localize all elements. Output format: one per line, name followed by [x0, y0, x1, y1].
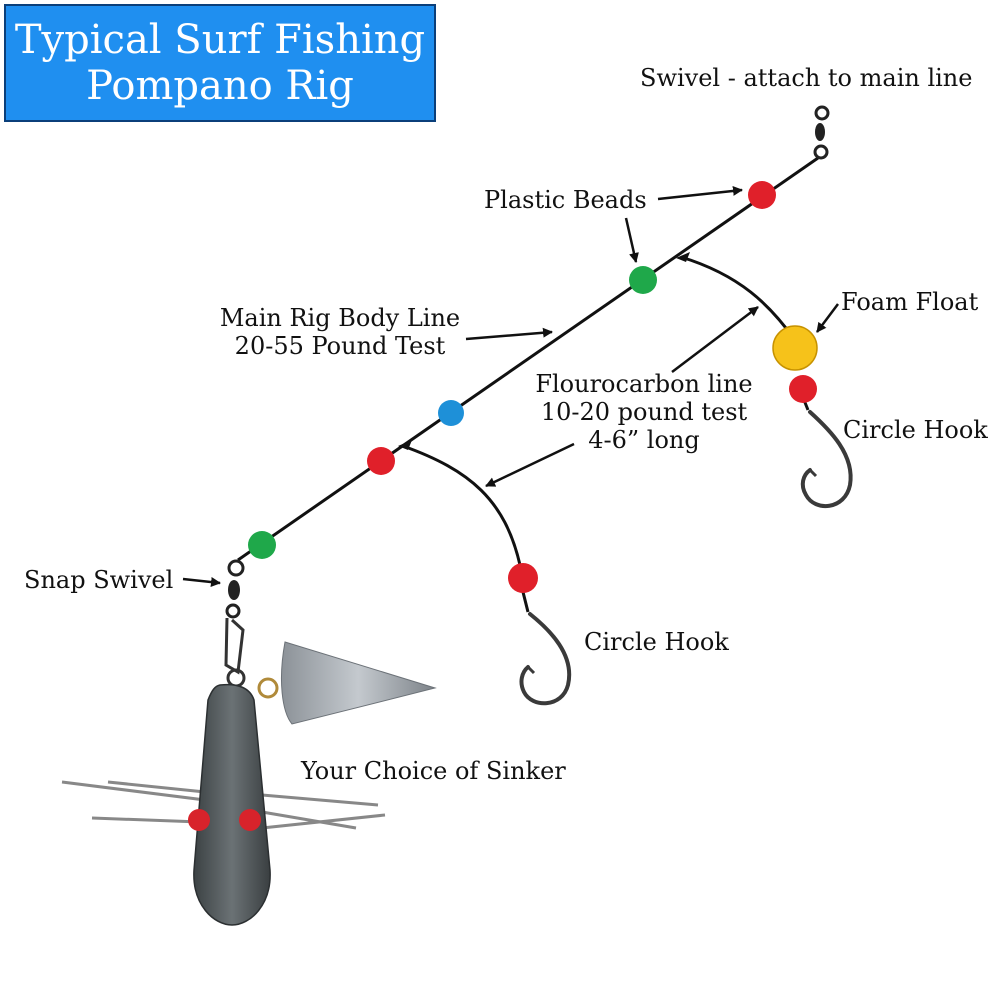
lower-dropper-line	[402, 444, 522, 566]
shrimp-sinker-icon	[61, 683, 386, 926]
swivel-pointer	[657, 185, 743, 201]
bead-blue	[438, 400, 464, 426]
snap-swivel-label: Snap Swivel	[24, 566, 174, 594]
fluoro-pointer-upper	[671, 306, 759, 373]
beads-pointer	[624, 217, 639, 263]
bead-red-float	[789, 375, 817, 403]
main-line-label-1: Main Rig Body Line	[219, 304, 461, 332]
upper-dropper-line	[680, 255, 797, 341]
main-line-label-2: 20-55 Pound Test	[234, 332, 446, 360]
pyramid-sinker-icon	[257, 641, 437, 725]
circle-hook-lower-label: Circle Hook	[584, 628, 729, 656]
circle-hook-lower-icon	[519, 612, 572, 706]
main-rig-line	[237, 156, 819, 562]
title-banner: Typical Surf Fishing Pompano Rig	[4, 4, 436, 122]
circle-hook-upper-icon	[800, 410, 853, 509]
swivel-label: Swivel - attach to main line	[640, 64, 973, 92]
title-line-2: Pompano Rig	[86, 63, 354, 109]
bead-red-top	[748, 181, 776, 209]
fluorocarbon-label-2: 10-20 pound test	[540, 398, 748, 426]
upper-knot-icon	[676, 252, 690, 262]
float-pointer	[816, 303, 839, 333]
bead-red-lower-dropper	[508, 563, 538, 593]
top-swivel	[813, 105, 830, 160]
lower-dropper-line-lower	[521, 591, 530, 613]
snap-swivel-icon	[224, 559, 246, 688]
sinker-label: Your Choice of Sinker	[301, 757, 566, 785]
foam-float	[772, 325, 818, 371]
fluorocarbon-label-3: 4-6” long	[588, 426, 700, 454]
fluorocarbon-label: Flourocarbon line 10-20 pound test 4-6” …	[520, 370, 768, 454]
bead-green-upper	[629, 266, 657, 294]
snap-swivel-pointer	[182, 577, 221, 588]
plastic-beads-label: Plastic Beads	[484, 186, 647, 214]
circle-hook-upper-label: Circle Hook	[843, 416, 988, 444]
fluoro-pointer-lower	[485, 442, 575, 488]
fluorocarbon-label-1: Flourocarbon line	[535, 370, 753, 398]
lower-knot-icon	[398, 440, 412, 450]
main-line-label: Main Rig Body Line 20-55 Pound Test	[212, 304, 468, 360]
main-line-pointer	[465, 327, 553, 341]
title-line-1: Typical Surf Fishing	[14, 17, 426, 63]
bead-green-lower	[248, 531, 276, 559]
bead-red-middle	[367, 447, 395, 475]
foam-float-label: Foam Float	[841, 288, 979, 316]
